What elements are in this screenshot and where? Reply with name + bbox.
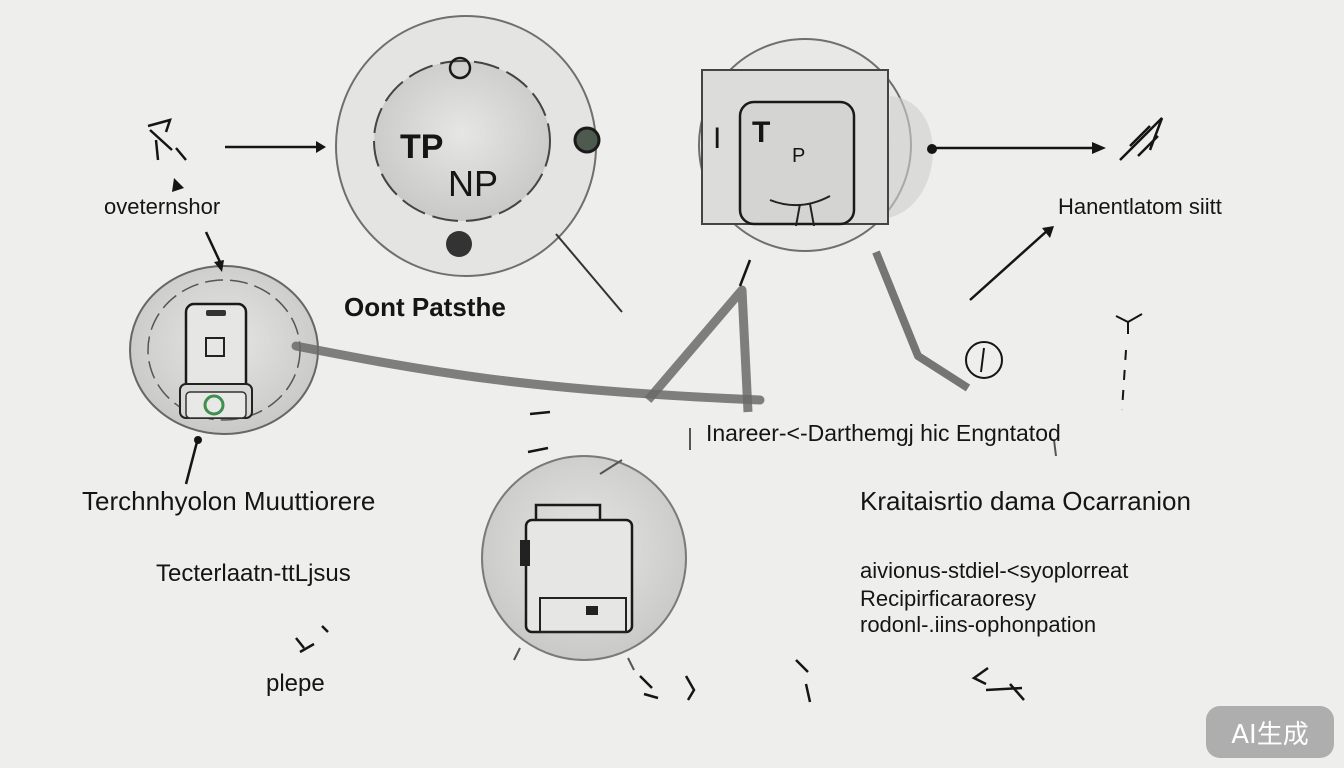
label-detail-1: aivionus-stdiel-<syoplorreat	[860, 558, 1129, 583]
ai-generated-badge: AI生成	[1206, 706, 1334, 758]
node-right-circle: I T P	[698, 38, 933, 252]
label-detail-3: rodonl-.iins-ophonpation	[860, 612, 1097, 637]
right-circle-letters-a: I	[713, 122, 721, 155]
node-phone-bubble	[129, 265, 319, 435]
top-circle-letters-a: TP	[400, 128, 443, 166]
label-runtime: Kraitaisrtio dama Ocarranion	[860, 486, 1191, 516]
label-path: Oont Patsthe	[344, 292, 506, 322]
return-arrow-icon	[971, 666, 1025, 701]
label-platform: Tecterlaatn-ttLjsus	[156, 560, 351, 587]
label-handler: Hanentlatom siitt	[1058, 194, 1222, 219]
pointer-glyph-icon	[147, 118, 187, 161]
right-circle-letters-c: P	[792, 145, 805, 167]
green-ring-icon	[203, 394, 225, 416]
branch-glyph-icon	[1115, 313, 1143, 334]
connectors	[184, 141, 1127, 671]
label-pipe: plepe	[266, 670, 325, 697]
sketch-marks	[147, 117, 1164, 703]
arrow-glyph-icon	[1119, 117, 1164, 161]
top-circle-letters-b: NP	[448, 163, 498, 204]
label-detail-2: Recipirficaraoresy	[860, 586, 1037, 611]
label-interface: Inareer-<-Darthemgj hic Engntatod	[706, 420, 1061, 446]
right-circle-letters-b: T	[752, 116, 770, 149]
label-technology: Terchnhyolon Muuttiorere	[82, 486, 376, 516]
node-device-bubble	[481, 455, 687, 661]
device-icon	[524, 518, 634, 634]
label-overview: oveternshor	[104, 194, 221, 219]
node-top-circle: TP NP	[335, 15, 601, 277]
